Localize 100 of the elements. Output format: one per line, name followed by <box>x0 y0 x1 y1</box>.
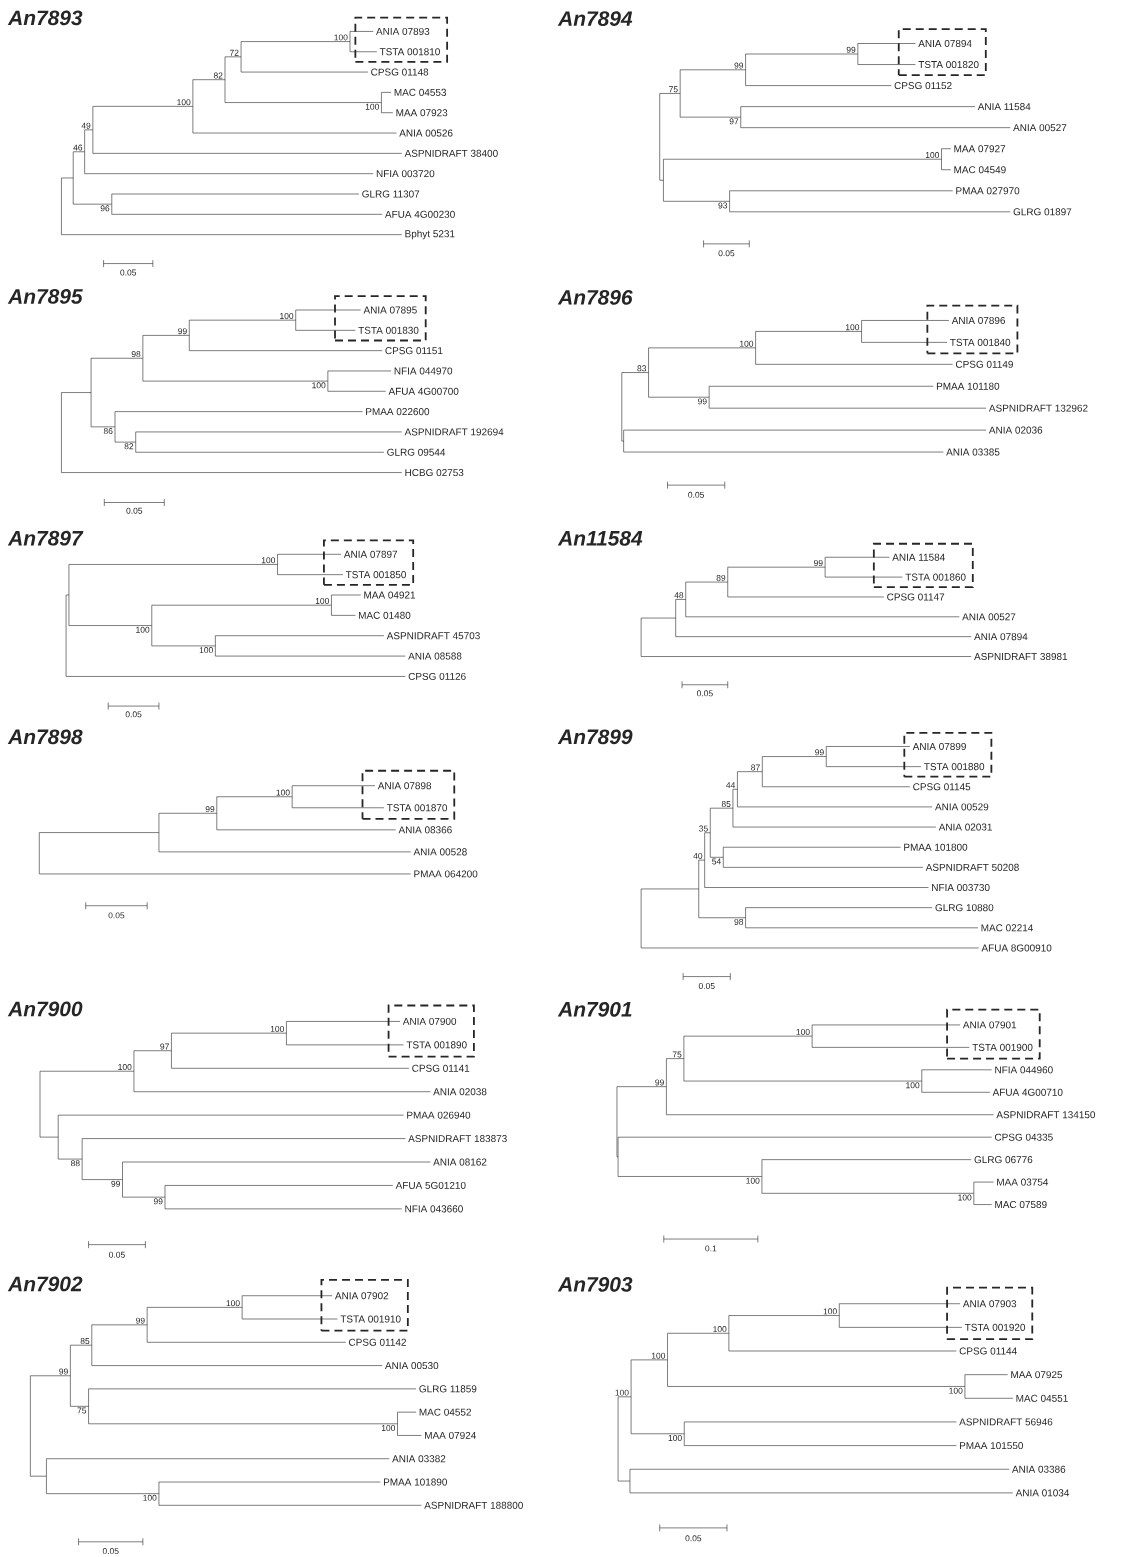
leaf-label: TSTA 001870 <box>386 804 448 812</box>
dashed-box <box>323 539 415 586</box>
bootstrap-value: 100 <box>177 99 191 106</box>
leaf-label: NFIA 003730 <box>932 884 990 892</box>
bootstrap-value: 82 <box>213 72 223 79</box>
leaf-label: GLRG 11859 <box>419 1385 477 1393</box>
leaf-label: ANIA 02036 <box>988 426 1043 434</box>
scale-label: 0.05 <box>718 250 735 257</box>
leaf-label: TSTA 001900 <box>972 1043 1033 1051</box>
leaf-label: PMAA 027970 <box>956 187 1020 195</box>
bootstrap-value: 100 <box>823 1308 837 1315</box>
bootstrap-value: 99 <box>815 749 824 756</box>
bootstrap-value: 100 <box>315 598 329 604</box>
leaf-label: ANIA 07898 <box>377 782 432 790</box>
bootstrap-value: 44 <box>726 782 736 789</box>
leaf-label: TSTA 001860 <box>905 573 966 581</box>
leaf-label: AFUA 4G00710 <box>992 1088 1063 1096</box>
bootstrap-value: 100 <box>276 789 290 796</box>
bootstrap-value: 100 <box>199 647 213 654</box>
leaf-label: TSTA 001810 <box>379 48 440 56</box>
bootstrap-value: 85 <box>80 1338 90 1344</box>
leaf-label: GLRG 01897 <box>1013 208 1072 216</box>
panel-title: An11584 <box>557 530 643 546</box>
bootstrap-value: 100 <box>740 340 754 347</box>
bootstrap-value: 100 <box>143 1494 157 1501</box>
leaf-label: MAA 07924 <box>425 1431 476 1439</box>
dashed-box <box>334 295 427 342</box>
leaf-label: GLRG 06776 <box>974 1156 1033 1164</box>
leaf-label: MAC 01480 <box>359 611 411 619</box>
leaf-label: NFIA 003720 <box>376 170 435 178</box>
panel-title: An7896 <box>557 290 633 305</box>
leaf-label: TSTA 001850 <box>345 571 406 579</box>
bootstrap-value: 35 <box>699 825 708 832</box>
bootstrap-value: 46 <box>73 144 83 151</box>
bootstrap-value: 93 <box>718 202 728 209</box>
bootstrap-value: 99 <box>846 46 856 53</box>
bootstrap-value: 100 <box>118 1064 132 1070</box>
leaf-label: ASPNIDRAFT 50208 <box>925 863 1019 871</box>
leaf-label: ANIA 01034 <box>1015 1489 1070 1497</box>
panel-title: An7901 <box>557 1001 632 1017</box>
scale-label: 0.05 <box>126 507 143 514</box>
bootstrap-value: 48 <box>674 592 684 599</box>
panel-title: An7894 <box>557 11 633 26</box>
dashed-box <box>946 1286 1034 1341</box>
bootstrap-value: 100 <box>906 1082 920 1089</box>
bootstrap-value: 99 <box>153 1198 163 1205</box>
leaf-label: ANIA 07893 <box>376 27 430 35</box>
leaf-label: Bphyt 5231 <box>405 230 455 240</box>
bootstrap-value: 72 <box>230 49 239 56</box>
bootstrap-value: 100 <box>651 1352 666 1359</box>
leaf-label: GLRG 09544 <box>387 448 446 456</box>
leaf-label: PMAA 101800 <box>904 843 968 851</box>
leaf-label: ANIA 00526 <box>399 129 453 137</box>
leaf-label: ANIA 07895 <box>363 306 417 314</box>
leaf-label: MAC 04549 <box>954 166 1006 174</box>
bootstrap-value: 98 <box>131 351 141 358</box>
bootstrap-value: 97 <box>160 1043 169 1050</box>
leaf-label: ANIA 11584 <box>977 103 1031 111</box>
scale-label: 0.05 <box>685 1535 702 1542</box>
leaf-label: MAA 03754 <box>997 1178 1049 1186</box>
panel-title: An7895 <box>7 289 83 304</box>
bootstrap-value: 100 <box>668 1434 682 1441</box>
bootstrap-value: 86 <box>103 428 113 435</box>
leaf-label: CPSG 04335 <box>995 1133 1053 1141</box>
dashed-box <box>320 1279 409 1332</box>
leaf-label: PMAA 101890 <box>384 1478 447 1486</box>
scale-label: 0.05 <box>120 269 137 276</box>
leaf-label: PMAA 101180 <box>936 382 1000 390</box>
leaf-label: ANIA 02038 <box>433 1088 487 1096</box>
leaf-label: MAC 04553 <box>394 88 447 96</box>
dashed-box <box>872 542 974 588</box>
leaf-label: NFIA 044960 <box>995 1066 1053 1074</box>
bootstrap-value: 100 <box>270 1025 284 1032</box>
leaf-label: TSTA 001890 <box>406 1041 467 1049</box>
leaf-label: ASPNIDRAFT 183873 <box>408 1135 507 1143</box>
bootstrap-value: 100 <box>746 1177 760 1184</box>
bootstrap-value: 75 <box>77 1407 87 1414</box>
dashed-box <box>926 304 1019 355</box>
leaf-label: AFUA 8G00910 <box>981 944 1052 952</box>
leaf-label: GLRG 10880 <box>935 904 994 912</box>
leaf-label: MAA 07923 <box>396 109 448 117</box>
dashed-box <box>354 16 449 63</box>
leaf-label: AFUA 4G00230 <box>384 210 455 218</box>
bootstrap-value: 87 <box>751 764 760 771</box>
bootstrap-value: 99 <box>59 1368 68 1375</box>
bootstrap-value: 100 <box>280 313 294 319</box>
leaf-label: CPSG 01151 <box>385 347 443 355</box>
bootstrap-value: 99 <box>814 560 823 566</box>
leaf-label: ANIA 07901 <box>962 1021 1017 1029</box>
leaf-label: TSTA 001920 <box>964 1323 1026 1331</box>
panel-title: An7899 <box>557 729 633 745</box>
leaf-label: ANIA 07896 <box>951 316 1005 324</box>
bootstrap-value: 100 <box>226 1300 240 1307</box>
leaf-label: PMAA 026940 <box>407 1111 471 1119</box>
bootstrap-value: 100 <box>846 324 860 331</box>
bootstrap-value: 98 <box>734 918 744 925</box>
scale-label: 0.05 <box>109 1251 125 1258</box>
leaf-label: ANIA 08162 <box>433 1158 487 1166</box>
bootstrap-value: 88 <box>71 1160 80 1167</box>
leaf-label: HCBG 02753 <box>405 469 464 477</box>
